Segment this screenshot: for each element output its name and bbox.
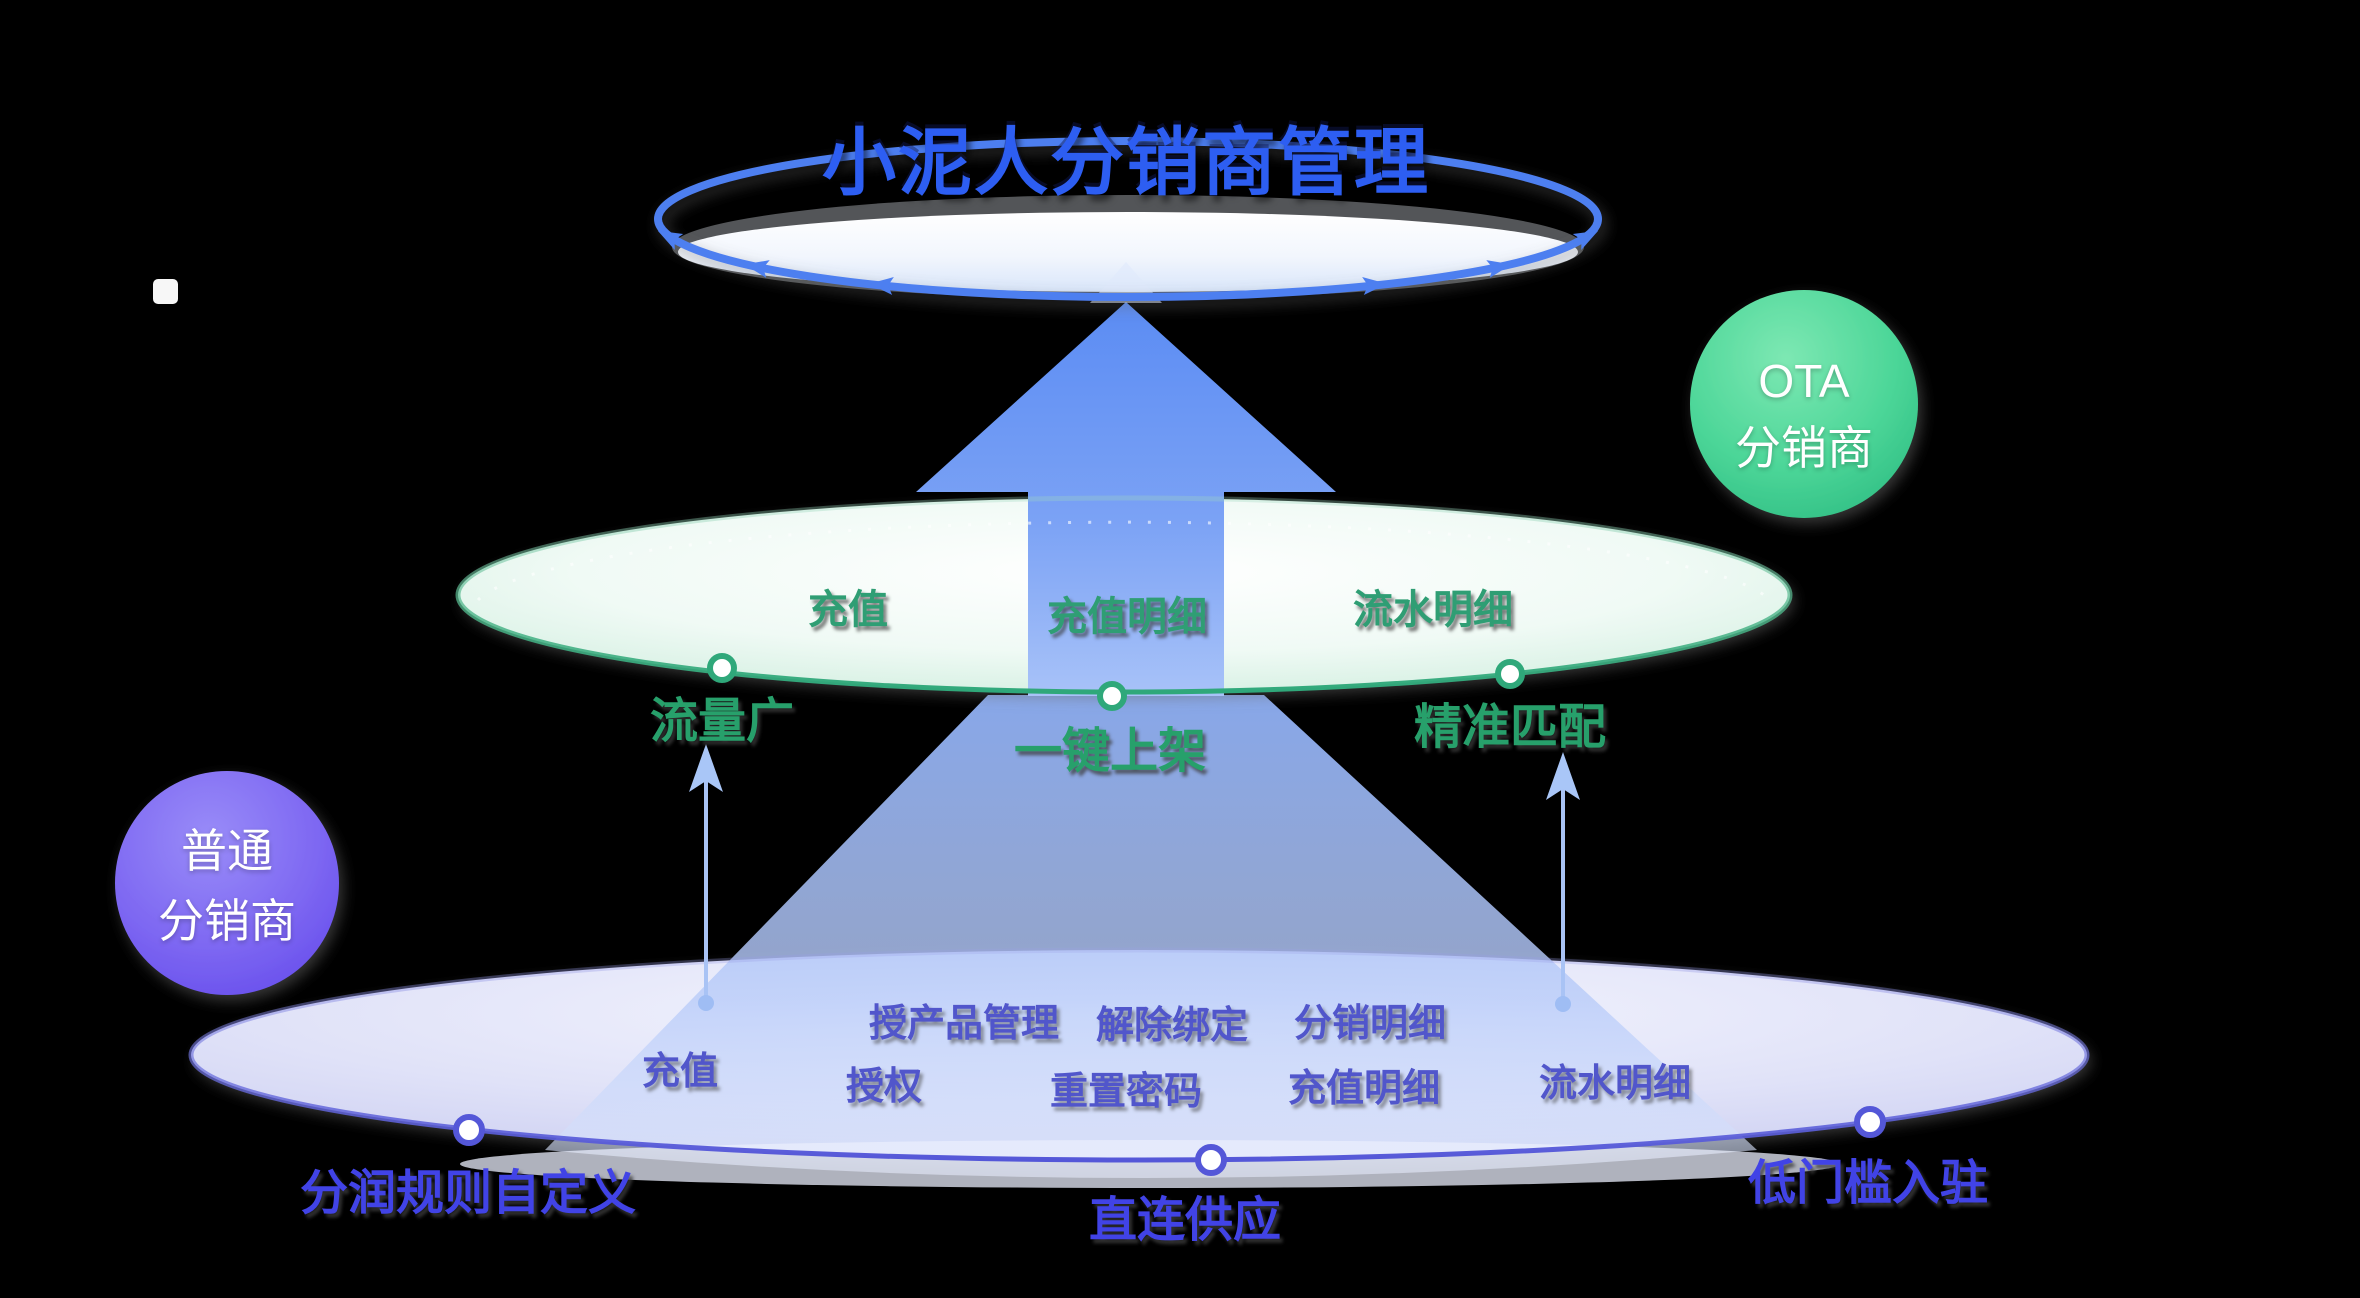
mid-label-recharge-detail: 充值明细 — [1047, 595, 1207, 639]
flow-arrow-icon — [1362, 277, 1387, 295]
feature-profit-rule-custom: 分润规则自定义 — [299, 1167, 637, 1220]
top-ring — [654, 137, 1602, 303]
bot-label-distribution-detail: 分销明细 — [1293, 1003, 1447, 1045]
normal-badge-line2: 分销商 — [158, 895, 296, 947]
ota-distributor-badge-circle — [1690, 290, 1918, 518]
connector-left-end-dot — [698, 995, 714, 1011]
top-ring-flow-arrows — [657, 230, 1599, 295]
connector-right-arrow-up-icon — [1546, 752, 1580, 800]
feature-one-click-listing: 一键上架 — [1013, 725, 1207, 778]
bot-label-unbind: 解除绑定 — [1095, 1005, 1249, 1047]
bottom-ring-dot-left — [453, 1114, 485, 1146]
feature-direct-supply: 直连供应 — [1088, 1194, 1282, 1247]
middle-layer-disc — [455, 302, 1793, 711]
connector-left — [689, 744, 723, 1011]
mid-label-flow-detail: 流水明细 — [1353, 588, 1513, 632]
supply-funnel — [545, 695, 1757, 1178]
bot-label-reset-password: 重置密码 — [1049, 1071, 1203, 1113]
flow-arrow-icon — [1572, 230, 1599, 250]
arrow-tip-highlight — [1090, 262, 1162, 303]
normal-distributor-badge-circle — [115, 771, 339, 995]
top-ellipse-ring — [654, 137, 1602, 301]
feature-wide-traffic: 流量广 — [649, 695, 795, 748]
flow-arrow-icon — [869, 277, 894, 295]
ota-badge-line2: 分销商 — [1735, 422, 1873, 474]
connector-right-end-dot — [1555, 996, 1571, 1012]
flow-arrow-icon — [744, 260, 770, 278]
ota-badge-line1: OTA — [1758, 355, 1850, 407]
flow-arrow-icon — [1486, 260, 1512, 278]
feature-precise-match: 精准匹配 — [1413, 701, 1607, 754]
bottom-ring-dot-center — [1195, 1144, 1227, 1176]
feature-low-threshold-entry: 低门槛入驻 — [1747, 1157, 1989, 1210]
middle-ring-dot-center — [1097, 681, 1127, 711]
bot-label-product-auth-management: 授产品管理 — [868, 1003, 1060, 1045]
bot-label-recharge-detail: 充值明细 — [1287, 1068, 1441, 1110]
middle-ring-dot-left — [707, 653, 737, 683]
diagram-title: 小泥人分销商管理 — [822, 121, 1430, 204]
connector-left-arrow-up-icon — [689, 744, 723, 792]
flow-arrow-icon — [657, 230, 684, 250]
white-speck-dot — [153, 279, 178, 304]
middle-ring-dot-right — [1495, 659, 1525, 689]
bot-label-recharge: 充值 — [641, 1051, 719, 1093]
mid-label-recharge: 充值 — [808, 588, 888, 632]
top-dish-surface — [678, 212, 1578, 292]
bottom-ellipse-ring — [188, 947, 2090, 1163]
connector-right — [1546, 752, 1580, 1012]
bot-label-flow-detail: 流水明细 — [1538, 1063, 1692, 1105]
bottom-ring-dot-right — [1854, 1106, 1886, 1138]
normal-badge-line1: 普通 — [181, 825, 273, 877]
bot-label-authorize: 授权 — [845, 1066, 923, 1108]
bottom-layer-disc — [188, 695, 2090, 1188]
